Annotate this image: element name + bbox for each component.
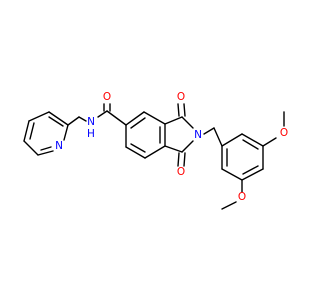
methoxy-bond: [221, 201, 237, 210]
oxygen-atom-imide-bottom: O: [177, 166, 185, 178]
pyridine-bond: [23, 120, 30, 142]
structure-diagram: O N H N O N O O O: [23, 91, 288, 210]
pyridine-double-bond: [48, 116, 64, 127]
imide-carbonyl-bottom: [177, 152, 180, 167]
pyridine-double-bond: [40, 146, 52, 151]
pyridine-bond: [23, 140, 39, 156]
imide-carbonyl-bottom: [183, 152, 186, 167]
oxygen-atom-methoxy-lower: O: [238, 191, 246, 203]
pyridine-bond: [48, 111, 69, 126]
oxygen-atom-methoxy-upper: O: [280, 127, 288, 139]
imide-ring-bond: [181, 140, 194, 153]
benzene-double-bond: [130, 143, 146, 153]
oxygen-atom-amide: O: [103, 91, 111, 103]
ethyl-bond: [203, 127, 215, 135]
atom-labels: O N H N O N O O O: [55, 91, 288, 203]
oxygen-atom-imide-top: O: [177, 91, 185, 103]
aryl-double-bond: [242, 165, 259, 175]
linker-bond: [78, 116, 87, 122]
pyridine-bond: [63, 124, 69, 141]
molecule-canvas: O N H N O N O O O: [23, 91, 288, 210]
amide-c-bond: [106, 110, 127, 126]
hydrogen-atom-amide: H: [87, 128, 95, 140]
imide-carbonyl-top: [177, 103, 180, 117]
imide-ring-bond: [164, 145, 183, 153]
amide-n-bond: [97, 110, 108, 118]
nitrogen-atom-amide: N: [87, 116, 95, 128]
methoxy-bond: [262, 137, 277, 147]
benzene-bond: [125, 146, 146, 159]
bonds: [23, 103, 285, 210]
aryl-bond: [241, 168, 264, 181]
benzene-bond: [125, 111, 145, 126]
ethyl-bond: [213, 127, 223, 147]
pyridine-bond: [28, 111, 50, 122]
aryl-double-bond: [242, 139, 259, 150]
nitrogen-atom-imide: N: [194, 129, 202, 141]
imide-ring-bond: [164, 116, 183, 125]
pyridine-double-bond: [29, 122, 35, 140]
aryl-bond: [241, 133, 264, 147]
aryl-bond: [221, 133, 243, 147]
benzene-bond: [143, 111, 166, 125]
benzene-bond: [144, 145, 166, 159]
imide-ring-bond: [181, 116, 194, 129]
pyridine-bond: [37, 150, 54, 156]
benzene-double-bond: [130, 117, 146, 129]
linker-bond: [67, 116, 80, 126]
nitrogen-atom-pyridine: N: [55, 140, 63, 152]
aryl-bond: [221, 168, 243, 181]
imide-carbonyl-top: [183, 103, 186, 117]
